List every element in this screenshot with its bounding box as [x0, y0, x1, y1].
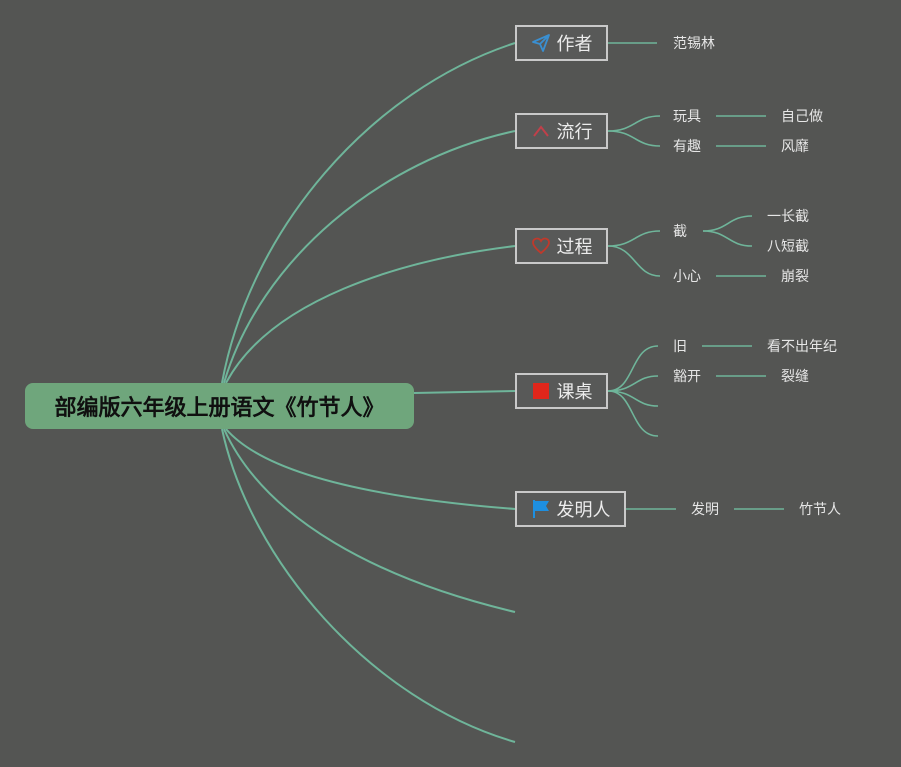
red-square-icon: [531, 381, 551, 401]
connector-popular-toy: [607, 115, 661, 132]
leaf-one-long[interactable]: 一长截: [767, 209, 809, 225]
topic-inventor[interactable]: 发明人: [515, 491, 626, 527]
leaf-eight-short[interactable]: 八短截: [767, 239, 809, 255]
topic-process[interactable]: 过程: [515, 228, 608, 264]
leaf-toy[interactable]: 玩具: [673, 109, 701, 125]
topic-popular[interactable]: 流行: [515, 113, 608, 149]
connector-root-empty-2: [221, 428, 516, 743]
root-topic[interactable]: 部编版六年级上册语文《竹节人》: [25, 383, 414, 429]
paper-plane-icon: [531, 33, 551, 53]
connector-desk-old: [607, 345, 659, 392]
connector-cut-short: [702, 230, 753, 247]
connector-process-cut: [607, 230, 661, 247]
leaf-bamboo-figure[interactable]: 竹节人: [799, 502, 841, 518]
connector-root-empty-1: [223, 428, 516, 613]
leaf-cut[interactable]: 截: [673, 224, 687, 240]
connector-root-popular: [223, 130, 516, 384]
leaf-self-made[interactable]: 自己做: [781, 109, 823, 125]
connector-root-desk: [413, 390, 516, 394]
heart-icon: [531, 236, 551, 256]
topic-author[interactable]: 作者: [515, 25, 608, 61]
connector-process-careful: [607, 245, 661, 277]
topic-desk[interactable]: 课桌: [515, 373, 608, 409]
topic-process-label: 过程: [556, 237, 593, 258]
connector-popular-fun: [607, 130, 661, 147]
connector-desk-empty-2: [607, 390, 659, 437]
topic-popular-label: 流行: [556, 122, 593, 143]
leaf-fun[interactable]: 有趣: [673, 139, 701, 155]
leaf-careful[interactable]: 小心: [673, 269, 701, 285]
leaf-invent[interactable]: 发明: [691, 502, 719, 518]
connector-root-author: [221, 42, 516, 384]
root-topic-label: 部编版六年级上册语文《竹节人》: [54, 396, 385, 421]
topic-desk-label: 课桌: [556, 382, 593, 403]
connector-root-inventor: [225, 428, 516, 510]
leaf-old[interactable]: 旧: [673, 339, 687, 355]
chevron-up-icon: [531, 121, 551, 141]
leaf-craze[interactable]: 风靡: [781, 139, 809, 155]
leaf-fan-xilin[interactable]: 范锡林: [673, 36, 715, 52]
topic-inventor-label: 发明人: [556, 500, 611, 521]
leaf-fissure[interactable]: 裂缝: [781, 369, 809, 385]
topic-author-label: 作者: [556, 34, 593, 55]
connector-root-process: [225, 245, 516, 384]
blue-flag-icon: [531, 499, 551, 519]
connector-cut-long: [702, 215, 753, 232]
leaf-ageless[interactable]: 看不出年纪: [767, 339, 837, 355]
leaf-split-open[interactable]: 豁开: [673, 369, 701, 385]
leaf-crack[interactable]: 崩裂: [781, 269, 809, 285]
